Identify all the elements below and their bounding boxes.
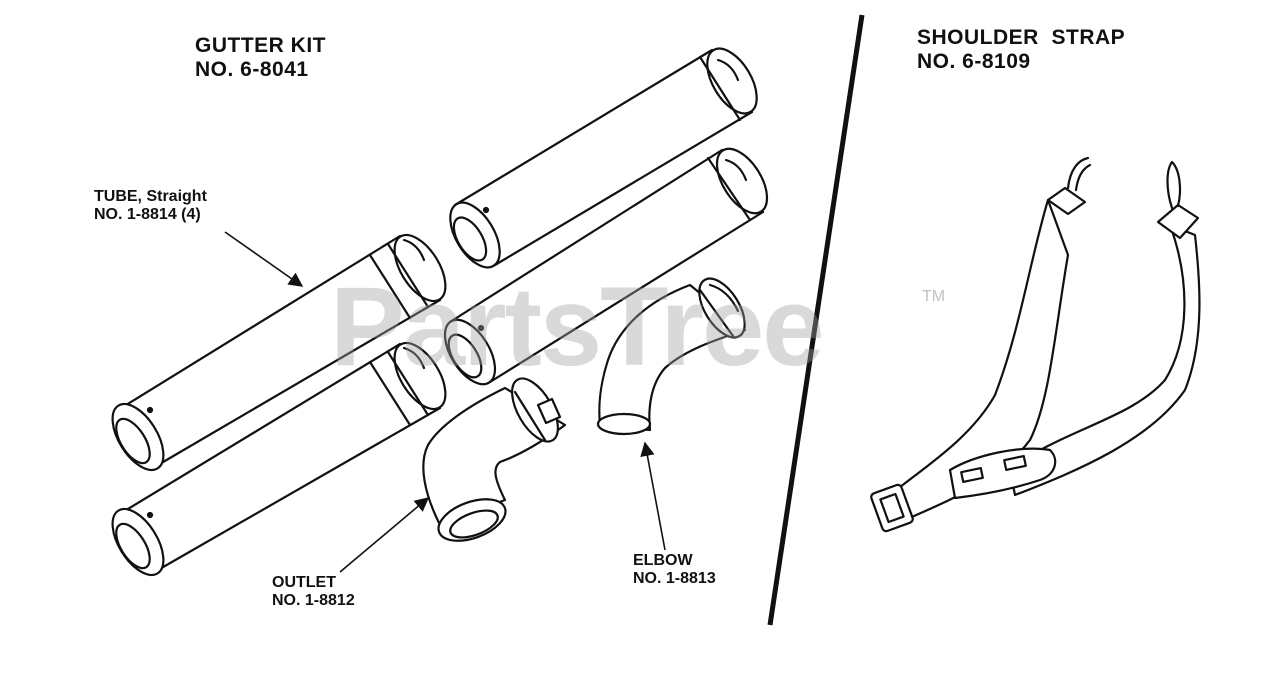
outlet-part — [422, 377, 567, 542]
shoulder-strap-part — [870, 156, 1201, 533]
trademark-symbol: TM — [922, 288, 946, 305]
elbow-number: NO. 1-8813 — [633, 569, 716, 587]
elbow-leader-arrow — [640, 441, 666, 551]
tube-name: TUBE, Straight — [94, 188, 207, 205]
tube-4 — [111, 341, 447, 577]
gutter-kit-title: GUTTER KIT NO. 6-8041 — [195, 34, 326, 81]
tube-1 — [449, 47, 758, 269]
gutter-kit-name: GUTTER KIT — [195, 34, 326, 57]
outlet-name: OUTLET — [272, 574, 336, 591]
shoulder-strap-number: NO. 6-8109 — [917, 49, 1031, 73]
tube-number: NO. 1-8814 (4) — [94, 205, 201, 223]
shoulder-strap-name: SHOULDER STRAP — [917, 26, 1126, 49]
tube-2 — [443, 147, 769, 386]
tube-leader-arrow — [224, 231, 304, 287]
outlet-number: NO. 1-8812 — [272, 591, 355, 609]
elbow-name: ELBOW — [633, 552, 693, 569]
elbow-part — [596, 277, 747, 436]
outlet-leader-arrow — [339, 497, 430, 573]
outlet-label: OUTLET NO. 1-8812 — [272, 574, 355, 610]
elbow-label: ELBOW NO. 1-8813 — [633, 552, 716, 588]
gutter-kit-number: NO. 6-8041 — [195, 57, 309, 81]
shoulder-strap-title: SHOULDER STRAP NO. 6-8109 — [917, 26, 1125, 73]
divider-line — [767, 14, 865, 626]
tube-label: TUBE, Straight NO. 1-8814 (4) — [94, 188, 207, 224]
tube-3 — [111, 233, 447, 472]
